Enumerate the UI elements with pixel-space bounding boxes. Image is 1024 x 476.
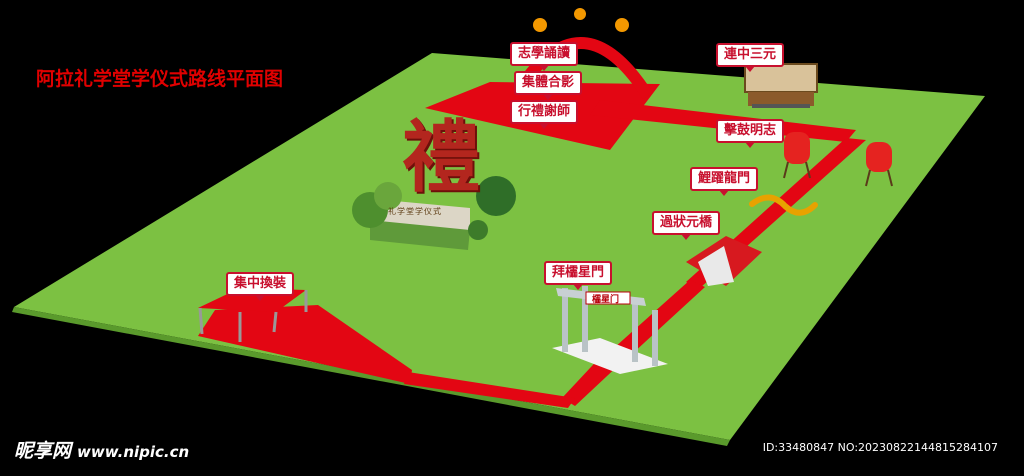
- lawn-edge: [12, 307, 730, 446]
- scholar-bridge: [686, 236, 762, 286]
- station-label-ceremony: 行禮謝師: [510, 100, 579, 129]
- plaza-bottom: [198, 305, 412, 384]
- station-label-arch: 志學誦讀: [510, 42, 579, 71]
- station-label-bridge: 過狀元橋: [652, 211, 721, 240]
- dragon-figure: [749, 194, 818, 216]
- gate-plaque-text: 櫺星门: [592, 295, 620, 305]
- station-label-gate: 拜櫺星門: [544, 261, 613, 290]
- station-label-tent: 集中換裝: [226, 272, 295, 301]
- watermark-brand: 昵享网: [14, 440, 72, 462]
- site-watermark: 昵享网 www.nipic.cn: [14, 436, 189, 463]
- lattice-star-gate: [552, 286, 668, 374]
- station-label-photo: 集體合影: [514, 71, 583, 100]
- li-character-sculpture: 禮: [402, 112, 481, 203]
- path-bottom: [404, 372, 575, 408]
- image-id-text: ID:33480847 NO:20230822144815284107: [762, 441, 998, 454]
- stone-inscription: 礼学堂学仪式: [388, 207, 442, 216]
- station-label-stage: 連中三元: [716, 43, 785, 72]
- stage: [744, 63, 818, 108]
- station-label-drum: 擊鼓明志: [716, 119, 785, 148]
- watermark-url: www.nipic.cn: [77, 443, 190, 461]
- sculpture-garden: [352, 176, 516, 250]
- drums: [783, 132, 893, 187]
- map-title: 阿拉礼学堂学仪式路线平面图: [36, 68, 284, 90]
- station-label-dragon: 鯉躍龍門: [690, 167, 759, 196]
